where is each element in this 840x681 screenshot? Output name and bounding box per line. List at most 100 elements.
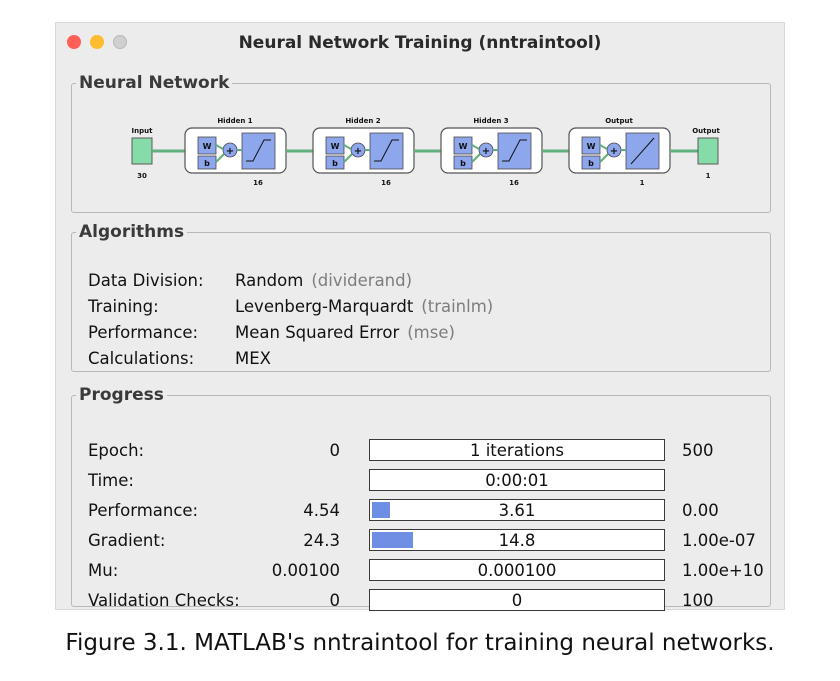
close-window-button[interactable] — [67, 35, 81, 49]
algorithm-note: (mse) — [407, 323, 455, 342]
connection-wire — [471, 144, 480, 150]
window-title: Neural Network Training (nntraintool) — [238, 33, 602, 53]
output-size: 1 — [706, 172, 711, 180]
progress-label: Performance: — [88, 501, 199, 520]
layer-size: 16 — [381, 179, 391, 187]
progress-label: Validation Checks: — [88, 591, 240, 610]
weight-label: W — [331, 142, 340, 151]
progress-end-value: 500 — [682, 441, 714, 460]
output-node — [697, 137, 719, 165]
connection-wire — [215, 144, 224, 150]
bias-block — [581, 155, 601, 170]
progress-bar-fill — [372, 502, 390, 518]
progress-legend: Progress — [79, 385, 164, 405]
weight-label: W — [587, 142, 596, 151]
progress-row-gradient: Gradient: 24.3 14.8 1.00e-07 — [88, 529, 778, 553]
algorithms-panel: Algorithms Data Division: Random(divider… — [71, 222, 771, 372]
connection-wire — [215, 153, 225, 163]
layer-title: Hidden 3 — [473, 117, 508, 125]
algorithms-legend: Algorithms — [79, 222, 185, 242]
progress-current-value: 14.8 — [498, 531, 536, 550]
progress-start-value: 0 — [329, 591, 341, 610]
progress-end-value: 1.00e+10 — [682, 561, 764, 580]
weight-label: W — [459, 142, 468, 151]
progress-bar: 1 iterations — [369, 439, 665, 461]
layer-size: 16 — [253, 179, 263, 187]
progress-panel: Progress Epoch: 0 1 iterations 500 Time:… — [71, 385, 771, 611]
progress-current-value: 0:00:01 — [485, 471, 549, 490]
algorithm-label: Performance: — [88, 323, 199, 342]
layer-title: Hidden 1 — [217, 117, 252, 125]
bias-label: b — [332, 159, 338, 168]
progress-start-value: 24.3 — [303, 531, 340, 550]
progress-end-value: 1.00e-07 — [682, 531, 756, 550]
bias-block — [453, 155, 473, 170]
progress-bar: 0 — [369, 589, 665, 611]
layer-title: Output — [605, 117, 633, 125]
algorithm-label: Data Division: — [88, 271, 204, 290]
progress-end-value: 0.00 — [682, 501, 719, 520]
tansig-curve — [374, 139, 399, 162]
neural-network-legend: Neural Network — [79, 73, 230, 93]
connection-wire — [599, 153, 609, 163]
progress-current-value: 0 — [511, 591, 523, 610]
sum-symbol: + — [482, 146, 490, 157]
progress-row-mu: Mu: 0.00100 0.000100 1.00e+10 — [88, 559, 778, 583]
progress-bar: 3.61 — [369, 499, 665, 521]
weight-label: W — [203, 142, 212, 151]
nntraintool-window: Neural Network Training (nntraintool) Ne… — [55, 22, 785, 611]
title-bar: Neural Network Training (nntraintool) — [56, 23, 784, 61]
progress-current-value: 1 iterations — [469, 441, 565, 460]
algorithm-value: Random — [235, 271, 304, 290]
progress-start-value: 4.54 — [303, 501, 340, 520]
input-size: 30 — [137, 172, 147, 180]
connection-wire — [343, 144, 352, 150]
progress-row-epoch: Epoch: 0 1 iterations 500 — [88, 439, 778, 463]
tansig-curve — [502, 139, 527, 162]
layer-title: Hidden 2 — [345, 117, 380, 125]
algorithm-value: MEX — [235, 349, 271, 368]
purelin-curve — [630, 137, 655, 165]
progress-end-value: 100 — [682, 591, 714, 610]
minimize-window-button[interactable] — [90, 35, 104, 49]
bias-label: b — [588, 159, 594, 168]
algorithm-value: Mean Squared Error — [235, 323, 400, 342]
layer-size: 16 — [509, 179, 519, 187]
output-label: Output — [692, 127, 720, 135]
tansig-curve — [246, 139, 271, 162]
progress-bar: 0:00:01 — [369, 469, 665, 491]
bias-block — [325, 155, 345, 170]
progress-row-performance: Performance: 4.54 3.61 0.00 — [88, 499, 778, 523]
sum-symbol: + — [226, 146, 234, 157]
progress-label: Epoch: — [88, 441, 145, 460]
progress-label: Time: — [88, 471, 134, 490]
algorithm-label: Training: — [88, 297, 159, 316]
zoom-window-button[interactable] — [113, 35, 127, 49]
bias-label: b — [204, 159, 210, 168]
connection-wire — [599, 144, 608, 150]
bias-label: b — [460, 159, 466, 168]
progress-row-validation-checks: Validation Checks: 0 0 100 — [88, 589, 778, 613]
algorithm-label: Calculations: — [88, 349, 195, 368]
algorithm-note: (trainlm) — [421, 297, 494, 316]
progress-current-value: 3.61 — [498, 501, 536, 520]
sum-symbol: + — [610, 146, 618, 157]
connection-wire — [471, 153, 481, 163]
progress-row-time: Time: 0:00:01 — [88, 469, 778, 493]
input-node — [131, 137, 153, 165]
progress-start-value: 0 — [329, 441, 341, 460]
input-label: Input — [132, 127, 154, 135]
progress-label: Mu: — [88, 561, 119, 580]
progress-current-value: 0.000100 — [477, 561, 557, 580]
progress-bar: 14.8 — [369, 529, 665, 551]
transfer-block — [369, 132, 404, 170]
network-diagram: Input 30 Hidden 1 Wb +16 Hidden 2 Wb +16 Hidden … — [131, 117, 720, 187]
figure-caption: Figure 3.1. MATLAB's nntraintool for tra… — [65, 630, 775, 656]
progress-bar: 0.000100 — [369, 559, 665, 581]
layer-size: 1 — [640, 179, 645, 187]
progress-bar-fill — [372, 532, 414, 548]
progress-start-value: 0.00100 — [271, 561, 340, 580]
bias-block — [197, 155, 217, 170]
connection-wire — [343, 153, 353, 163]
